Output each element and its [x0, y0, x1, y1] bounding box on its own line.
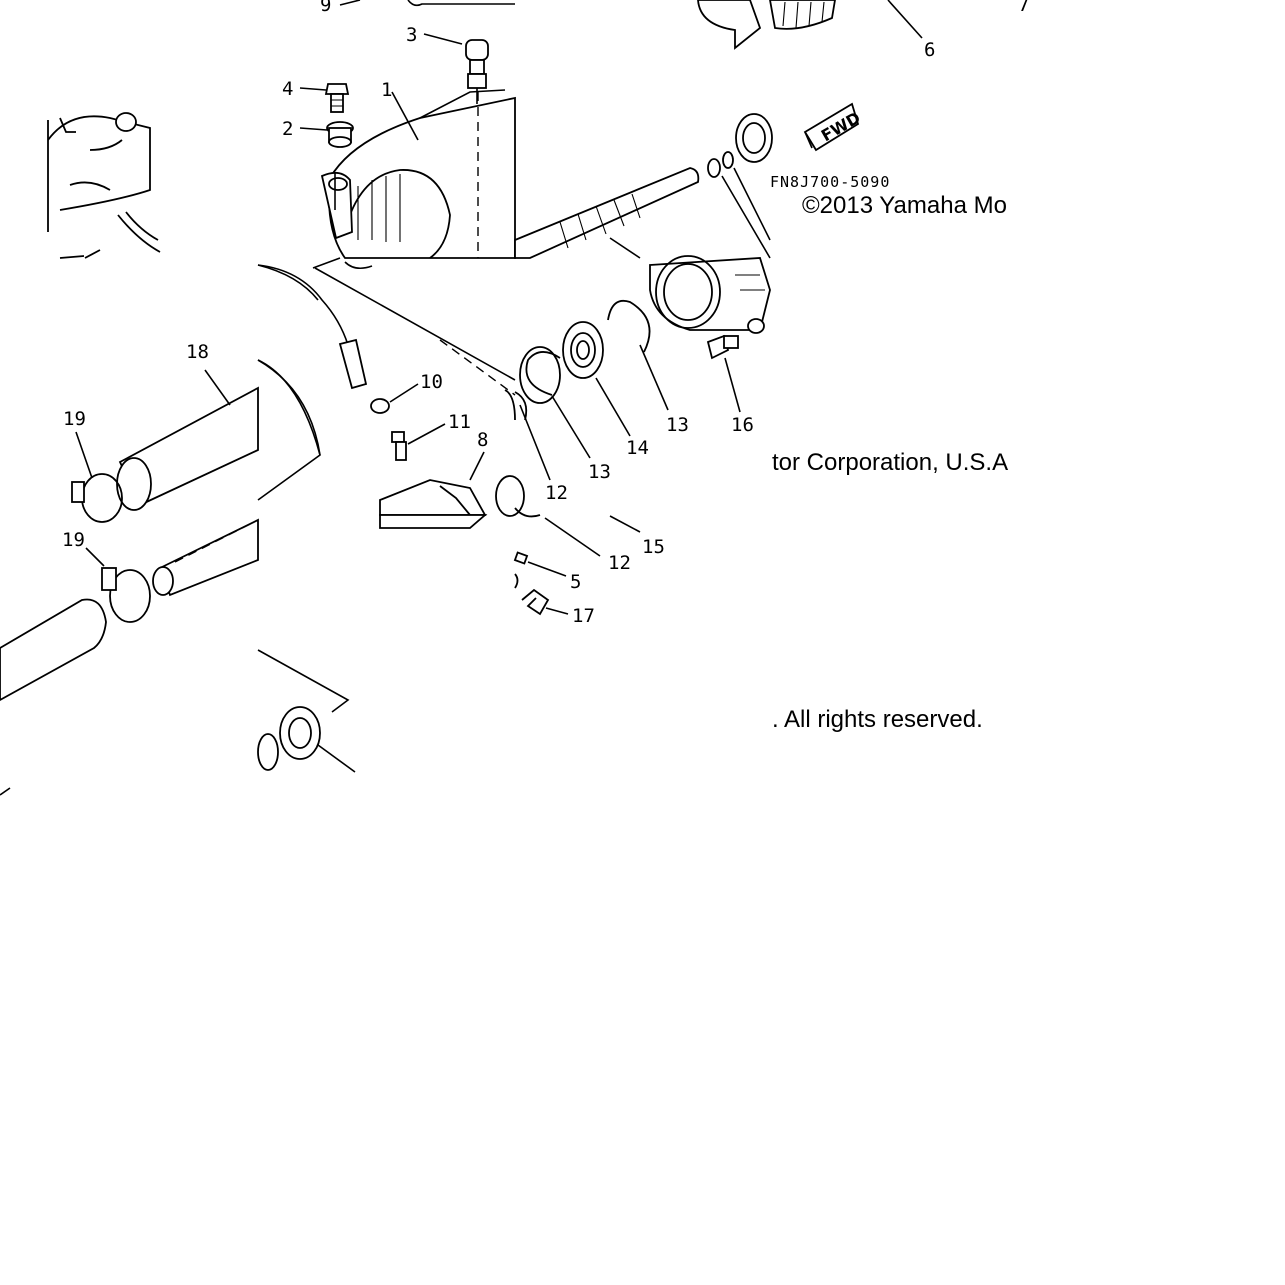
part-3-drain-plug — [423, 33, 489, 104]
part-8-housing-lower — [379, 514, 488, 529]
part-18-pipe — [116, 359, 321, 511]
part-10-grommet — [370, 383, 419, 414]
large-hose-part — [0, 598, 107, 796]
part-11-fitting — [391, 423, 446, 461]
part-13-circlip-2 — [607, 299, 669, 411]
drawing-code: FN8J700-5090 — [770, 173, 891, 191]
copyright-line-1: ©2013 Yamaha Mo — [802, 192, 1007, 219]
part-19-clamp — [71, 431, 123, 523]
callout-3: 3 — [406, 24, 417, 46]
part-9-leader — [339, 0, 361, 6]
callout-6: 6 — [924, 39, 935, 61]
callout-5: 5 — [570, 571, 581, 593]
copyright-line-2: tor Corporation, U.S.A — [772, 449, 1009, 476]
part-16-bolt — [706, 334, 741, 413]
part-17-clip — [521, 588, 569, 616]
part-12-circlip — [514, 346, 561, 481]
part-2-collar — [299, 121, 354, 148]
drive-shaft-part — [514, 167, 771, 259]
callout-19b: 19 — [62, 529, 85, 551]
callout-18: 18 — [186, 341, 209, 363]
callout-12: 12 — [545, 482, 568, 504]
callout-7: 7 — [1018, 0, 1029, 16]
part-1-leader — [391, 91, 419, 141]
hose-part — [257, 264, 516, 456]
bearing-housing-part — [649, 255, 771, 334]
part-4-bolt — [299, 83, 350, 113]
callout-13b: 13 — [666, 414, 689, 436]
part-19-clamp-2 — [85, 547, 151, 623]
callout-2: 2 — [282, 118, 293, 140]
part-14-bearing — [562, 321, 631, 437]
part-18-hose-end — [152, 518, 259, 597]
callout-19: 19 — [63, 408, 86, 430]
copyright-line-3: . All rights reserved. — [772, 706, 983, 733]
callout-13: 13 — [588, 461, 611, 483]
part-5-pin — [513, 551, 567, 589]
callout-15: 15 — [642, 536, 665, 558]
callout-4: 4 — [282, 78, 293, 100]
callout-17: 17 — [572, 605, 595, 627]
callout-14: 14 — [626, 437, 649, 459]
callout-10: 10 — [420, 371, 443, 393]
mounting-bracket-part — [47, 112, 161, 259]
callout-8: 8 — [477, 429, 488, 451]
callout-1: 1 — [381, 79, 392, 101]
lower-bearing-part — [257, 649, 356, 773]
part-13-circlip — [525, 351, 591, 459]
part-12-circlip-lower — [514, 507, 601, 557]
part-6-bellows — [697, 0, 923, 50]
callout-labels: 9 3 4 1 2 6 7 18 19 10 11 8 12 13 14 13 … — [62, 0, 1029, 627]
fwd-arrow-icon: FWD — [803, 102, 864, 152]
part-15-seal — [495, 475, 641, 533]
callout-16: 16 — [731, 414, 754, 436]
callout-9: 9 — [320, 0, 331, 16]
part-8-housing — [379, 451, 487, 516]
callout-12b: 12 — [608, 552, 631, 574]
drive-shaft-housing-part — [312, 89, 516, 270]
part-12-bearing-seal — [707, 113, 773, 178]
callout-11: 11 — [448, 411, 471, 433]
